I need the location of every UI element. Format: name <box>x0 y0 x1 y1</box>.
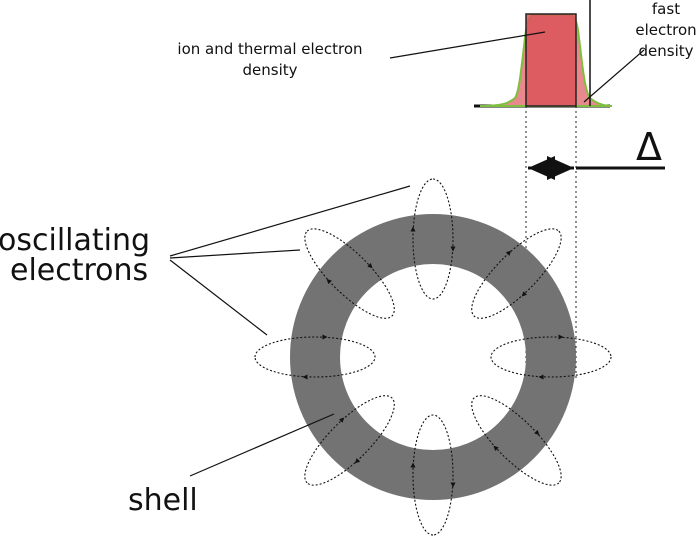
oscillating-label-line2: electrons <box>10 253 148 288</box>
electron-loop <box>490 334 612 380</box>
ion-density-label-line2: density <box>243 61 298 79</box>
electron-loop <box>410 414 456 536</box>
electron-loop <box>471 395 562 486</box>
oscillating-pointer-1 <box>169 185 411 257</box>
shell-pointer <box>189 413 335 477</box>
fast-density-label-line2: electron <box>635 21 696 39</box>
ion-density-box <box>525 13 577 107</box>
oscillating-pointer-2 <box>169 249 301 259</box>
electron-loop <box>410 178 456 300</box>
electron-orbit-path <box>412 414 454 536</box>
fast-density-label-line3: density <box>639 42 694 60</box>
oscillating-label-line1: oscillating <box>0 223 150 258</box>
density-profile <box>474 0 613 108</box>
oscillating-pointer-3 <box>169 259 268 336</box>
fast-density-pointer <box>583 49 645 103</box>
ion-density-pointer <box>389 31 546 59</box>
electron-orbit-path <box>490 336 612 378</box>
electron-orbit-path <box>254 336 376 378</box>
ion-density-label-line1: ion and thermal electron <box>177 40 362 58</box>
shell-label: shell <box>128 483 198 518</box>
delta-symbol: Δ <box>636 125 662 169</box>
electron-orbit-path <box>471 395 562 486</box>
shell-ring <box>290 214 576 500</box>
fast-density-label-line1: fast <box>652 0 680 18</box>
projection-lines <box>525 106 577 380</box>
electron-orbit-path <box>412 178 454 300</box>
delta-indicator: Δ <box>528 125 665 180</box>
electron-loop <box>254 334 376 380</box>
pointer-lines <box>169 31 645 477</box>
